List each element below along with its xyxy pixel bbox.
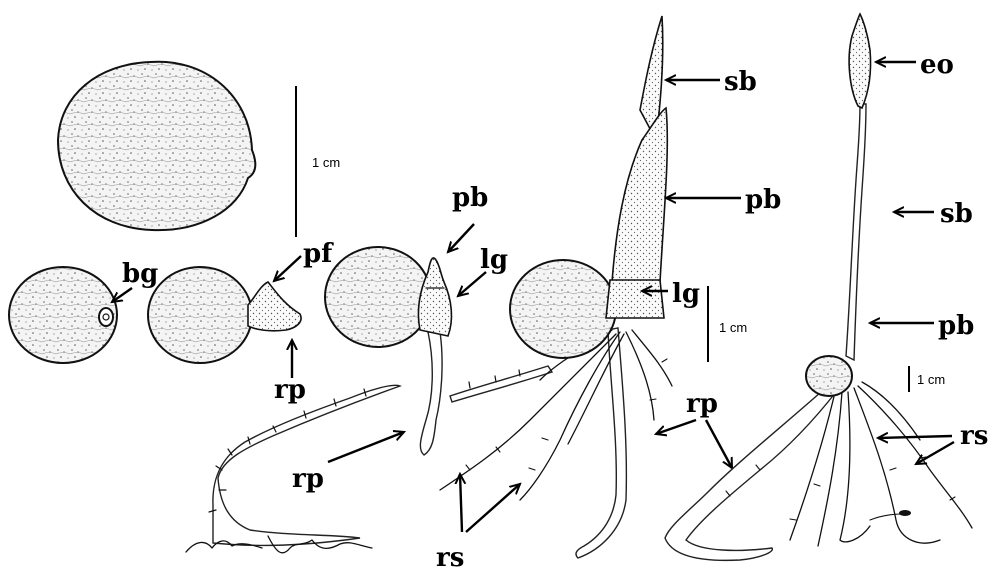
label-pb-stage3: pb: [452, 183, 488, 213]
label-rs-stage4: rs: [436, 543, 464, 571]
label-rs-stage5: rs: [960, 421, 988, 451]
arrow-bg: [112, 288, 132, 302]
arrow-rp-stage4-a: [656, 420, 696, 434]
scale-bar-stage4-label: 1 cm: [719, 320, 747, 335]
label-sb-stage5: sb: [940, 199, 973, 229]
label-rp-stage4: rp: [686, 389, 718, 419]
arrow-rs-stage4-b: [466, 484, 520, 532]
scale-bar-stage4: 1 cm: [708, 286, 747, 362]
arrow-rp-stage3: [328, 432, 404, 462]
large-seed: [58, 62, 255, 230]
label-sb-stage4: sb: [724, 67, 757, 97]
arrow-rs-stage4-a: [460, 474, 462, 532]
label-lg-stage3: lg: [480, 245, 508, 275]
label-rp-stage3: rp: [292, 464, 324, 494]
scale-bar-stage5-label: 1 cm: [917, 372, 945, 387]
label-pf: pf: [303, 239, 334, 269]
label-pb-stage5: pb: [938, 311, 974, 341]
scale-bar-seed-label: 1 cm: [312, 155, 340, 170]
label-rp-stage2: rp: [274, 375, 306, 405]
label-eo: eo: [920, 50, 954, 80]
scale-bar-seed: 1 cm: [296, 86, 340, 237]
arrow-lg-stage3: [458, 272, 486, 296]
label-lg-stage4: lg: [672, 279, 700, 309]
label-pb-stage4: pb: [745, 185, 781, 215]
stage5-seedling: [665, 14, 972, 560]
stage1-seed: [9, 267, 117, 363]
arrow-rs-stage5-b: [916, 442, 954, 464]
arrow-rp-stage4-b: [706, 420, 732, 468]
stage2-seed: [148, 267, 301, 363]
arrow-pb-stage3: [448, 224, 474, 252]
label-bg: bg: [122, 259, 158, 289]
arrow-rs-stage5-a: [878, 436, 952, 438]
stage4-seedling: [440, 16, 672, 558]
scale-bar-stage5: 1 cm: [909, 366, 945, 392]
arrow-pf: [274, 256, 301, 281]
